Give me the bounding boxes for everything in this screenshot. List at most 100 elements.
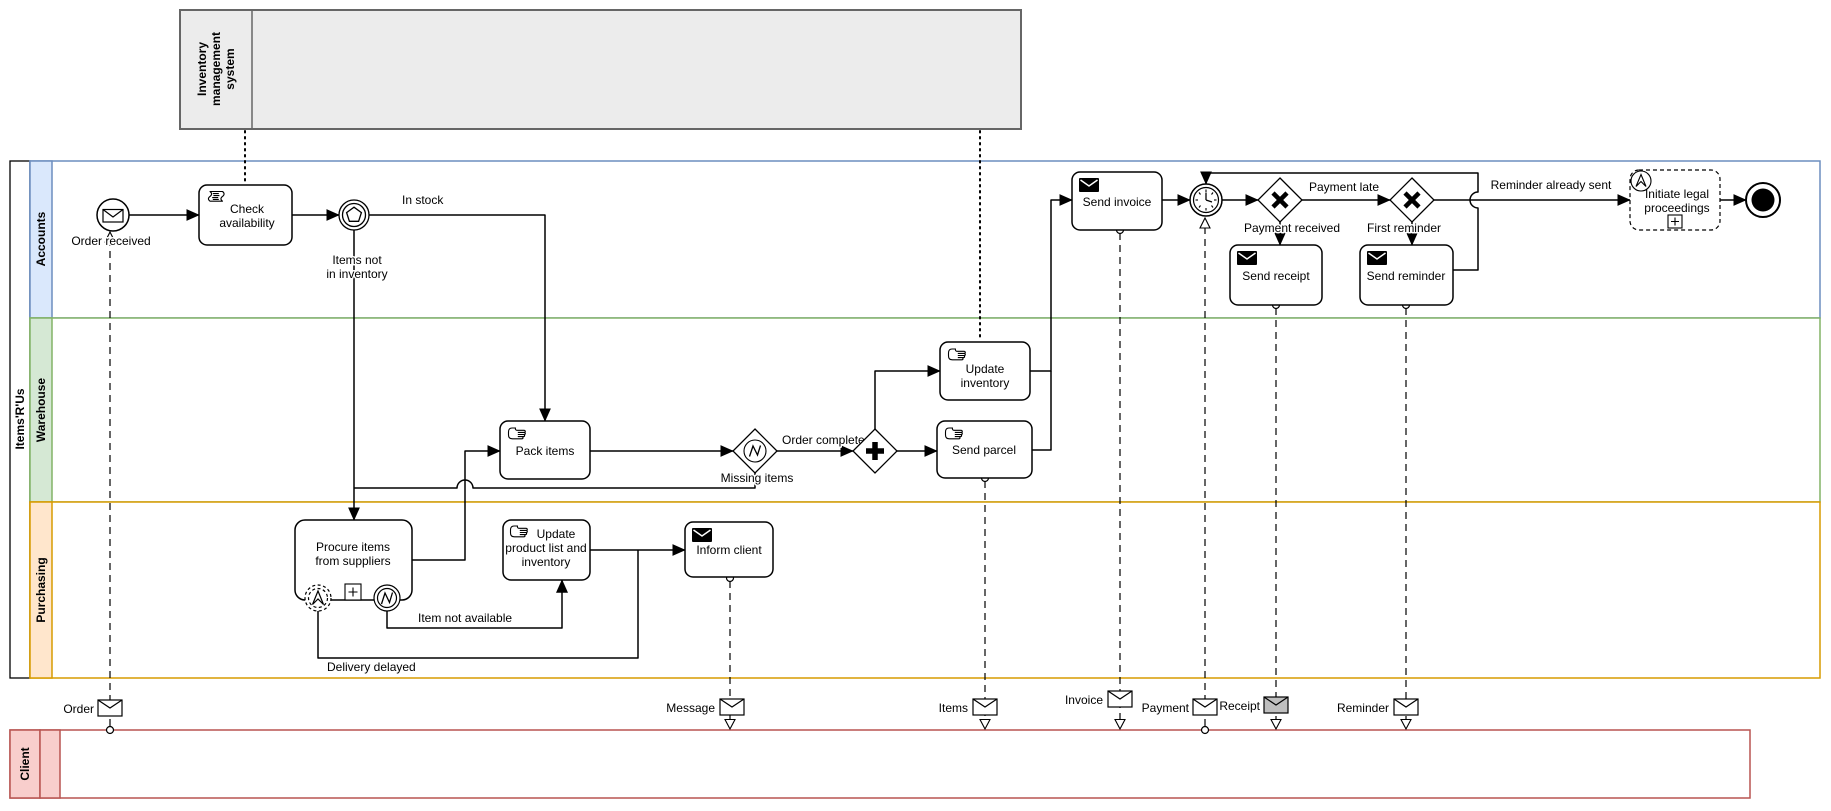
message-label-message: Message (666, 701, 715, 715)
message-label-order: Order (63, 702, 94, 716)
message-arrowhead (1199, 216, 1211, 229)
pool-inventory-management-system[interactable]: Inventory management system (179, 9, 1022, 130)
flow-item-not-available[interactable] (386, 579, 568, 629)
gateway-xor-payment[interactable] (1257, 177, 1303, 223)
start-event-order-received[interactable] (96, 198, 130, 232)
client-pool-body[interactable] (9, 729, 1751, 799)
start-event-label: Order received (71, 234, 150, 248)
message-flow-payment[interactable] (1199, 216, 1211, 735)
svg-text:system: system (223, 48, 237, 89)
svg-text:Update: Update (537, 527, 576, 541)
label-delivery-delayed: Delivery delayed (327, 660, 416, 674)
svg-text:in inventory: in inventory (326, 267, 387, 281)
main-pool-label: Items'R'Us (13, 388, 27, 449)
send-task-icon (691, 527, 713, 543)
message-arrowhead (1400, 718, 1412, 731)
svg-text:Inform client: Inform client (696, 543, 762, 557)
lane-purchasing-header[interactable] (29, 501, 53, 679)
subprocess-plus-marker (1667, 214, 1683, 229)
send-task-icon (1078, 177, 1100, 193)
clock-icon (1195, 189, 1217, 211)
svg-text:inventory: inventory (522, 555, 571, 569)
flow-update-inventory-to-send-invoice[interactable] (1030, 194, 1073, 372)
message-label-receipt: Receipt (1219, 699, 1260, 713)
subprocess-plus-marker (344, 583, 362, 601)
message-envelope-message[interactable]: Message (665, 698, 745, 717)
message-label-payment: Payment (1142, 701, 1190, 715)
inventory-pool-body[interactable] (179, 9, 1022, 130)
message-envelope-invoice[interactable]: Invoice (1063, 690, 1133, 709)
message-label-items: Items (939, 701, 968, 715)
xor-icon (1403, 191, 1421, 209)
lane-accounts[interactable]: Accounts (29, 160, 1821, 319)
svg-text:Send reminder: Send reminder (1367, 269, 1446, 283)
gateway-event-order-complete[interactable] (732, 428, 778, 474)
task-send-receipt[interactable]: Send receipt (1229, 244, 1323, 306)
escalation-start-icon (1630, 170, 1652, 192)
client-pool-label: Client (18, 747, 32, 780)
svg-text:management: management (209, 32, 223, 106)
timer-intermediate-event[interactable] (1189, 183, 1223, 217)
label-first-reminder: First reminder (1367, 221, 1441, 235)
parallel-plus-icon (866, 442, 884, 460)
send-task-icon (1366, 250, 1388, 266)
lane-accounts-label: Accounts (34, 211, 48, 266)
task-send-invoice[interactable]: Send invoice (1071, 171, 1163, 231)
label-reminder-already-sent: Reminder already sent (1491, 178, 1612, 192)
lane-warehouse-label: Warehouse (34, 378, 48, 443)
multiple-intermediate-event[interactable] (338, 199, 370, 231)
task-update-inventory[interactable]: Update inventory (939, 341, 1031, 401)
boundary-event-escalation[interactable] (304, 584, 332, 612)
flow-parallel-to-update-inventory[interactable] (874, 365, 941, 429)
flow-missing-items[interactable] (354, 473, 756, 489)
label-item-not-available: Item not available (418, 611, 512, 625)
task-send-parcel[interactable]: Send parcel (936, 420, 1033, 479)
task-check-availability[interactable]: Check availability (198, 184, 293, 246)
task-inform-client[interactable]: Inform client (684, 521, 774, 578)
svg-text:Items'R'Us: Items'R'Us (13, 388, 27, 449)
boundary-event-error[interactable] (373, 584, 401, 612)
flow-in-stock[interactable] (369, 214, 551, 422)
label-missing-items: Missing items (721, 471, 794, 485)
flow-delivery-delayed[interactable] (317, 550, 639, 659)
task-update-product-list[interactable]: Update product list and inventory (502, 519, 591, 581)
message-arrowhead (979, 718, 991, 731)
svg-text:inventory: inventory (961, 376, 1010, 390)
label-payment-received: Payment received (1244, 221, 1340, 235)
message-arrowhead (724, 718, 736, 731)
message-envelope-reminder[interactable]: Reminder (1335, 698, 1419, 717)
message-flow-order[interactable] (104, 230, 116, 735)
gateway-parallel[interactable] (852, 428, 898, 474)
message-arrowhead (1270, 718, 1282, 731)
pool-client[interactable]: Client (9, 729, 1751, 799)
message-envelope-order[interactable]: Order (62, 699, 123, 718)
inventory-pool-label: Inventory management system (195, 32, 237, 106)
message-envelope-receipt[interactable]: Receipt (1218, 696, 1289, 715)
terminate-end-event[interactable] (1745, 182, 1781, 218)
escalation-icon (311, 589, 325, 605)
client-pool-inner-band (39, 729, 61, 799)
task-pack-items[interactable]: Pack items (499, 420, 591, 480)
svg-text:Send receipt: Send receipt (1242, 269, 1310, 283)
label-items-not-in-inventory: Items not (332, 253, 382, 267)
gateway-xor-reminder[interactable] (1389, 177, 1435, 223)
terminate-icon (1751, 188, 1775, 212)
event-subprocess-initiate-legal[interactable]: Initiate legal proceedings (1629, 169, 1721, 231)
svg-text:Procure items: Procure items (316, 540, 390, 554)
message-envelope-items[interactable]: Items (937, 698, 998, 717)
xor-icon (1271, 191, 1289, 209)
lane-warehouse[interactable]: Warehouse (29, 317, 1821, 503)
flow-send-parcel-join[interactable] (1032, 371, 1052, 451)
flow-reminder-loop[interactable] (1200, 171, 1479, 271)
zigzag-icon (380, 591, 394, 605)
svg-text:Update: Update (966, 362, 1005, 376)
task-send-reminder[interactable]: Send reminder (1359, 244, 1454, 306)
message-icon (102, 208, 124, 223)
message-arrowhead (104, 230, 116, 243)
svg-text:Pack items: Pack items (516, 444, 575, 458)
svg-text:product list and: product list and (505, 541, 586, 555)
flow-procure-to-pack[interactable] (412, 445, 501, 561)
subprocess-procure-items[interactable]: Procure items from suppliers (294, 519, 413, 601)
message-envelope-payment[interactable]: Payment (1140, 698, 1218, 717)
